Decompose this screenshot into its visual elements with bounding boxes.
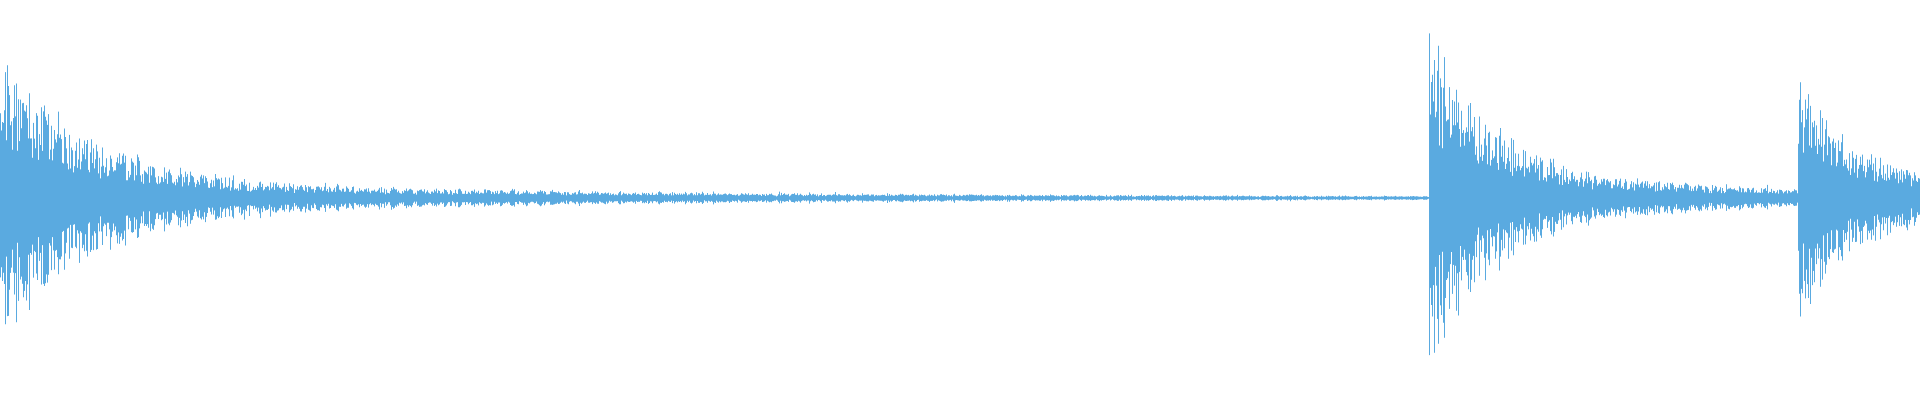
waveform-path xyxy=(0,33,1920,356)
